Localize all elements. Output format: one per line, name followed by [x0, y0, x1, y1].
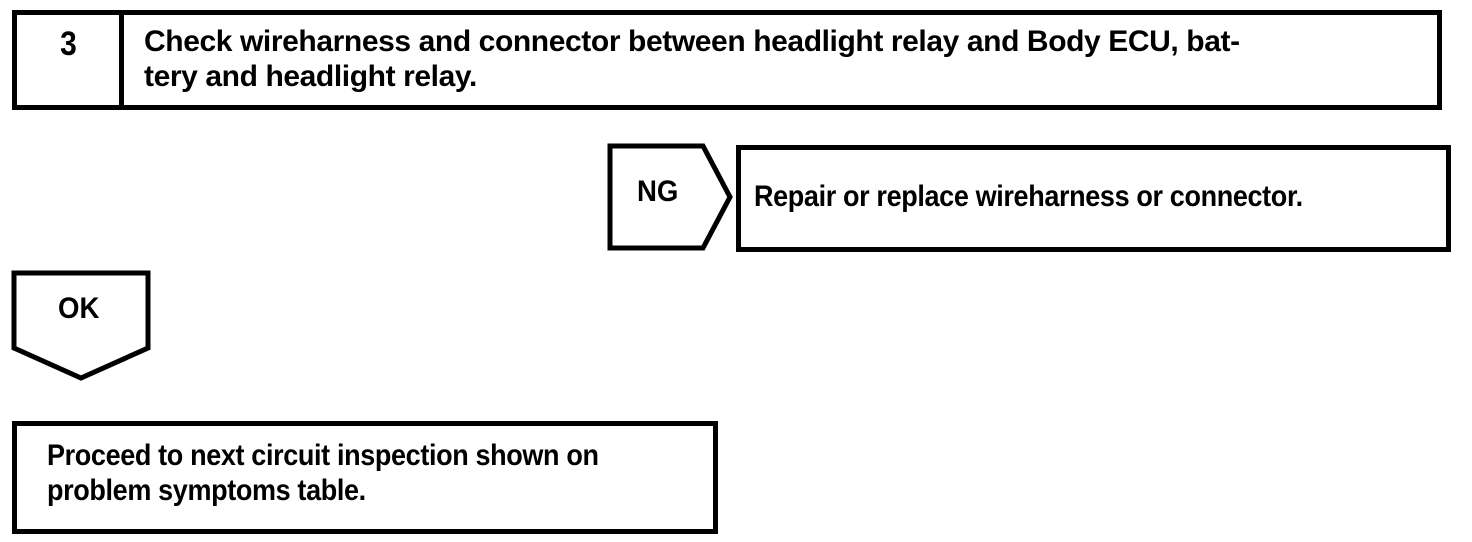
ng-pentagon-path [607, 143, 733, 251]
step-number: 3 [59, 25, 77, 63]
step-number-cell: 3 [17, 15, 124, 105]
ng-branch-label: NG [637, 175, 679, 208]
step-instruction-cell: Check wireharness and connector between … [129, 15, 1437, 105]
ng-arrow-shape: NG [607, 143, 733, 251]
ok-arrow-shape: OK [10, 270, 152, 382]
repair-result-box: Repair or replace wireharness or connect… [736, 145, 1451, 252]
repair-result-text: Repair or replace wireharness or connect… [754, 180, 1303, 213]
proceed-result-text: Proceed to next circuit inspection shown… [47, 439, 599, 508]
step-instruction-text: Check wireharness and connector between … [144, 25, 1240, 94]
ok-pentagon-path [11, 270, 151, 381]
step-3-box: 3 Check wireharness and connector betwee… [12, 10, 1442, 110]
ok-branch-label: OK [58, 292, 100, 325]
proceed-result-box: Proceed to next circuit inspection shown… [12, 421, 718, 534]
